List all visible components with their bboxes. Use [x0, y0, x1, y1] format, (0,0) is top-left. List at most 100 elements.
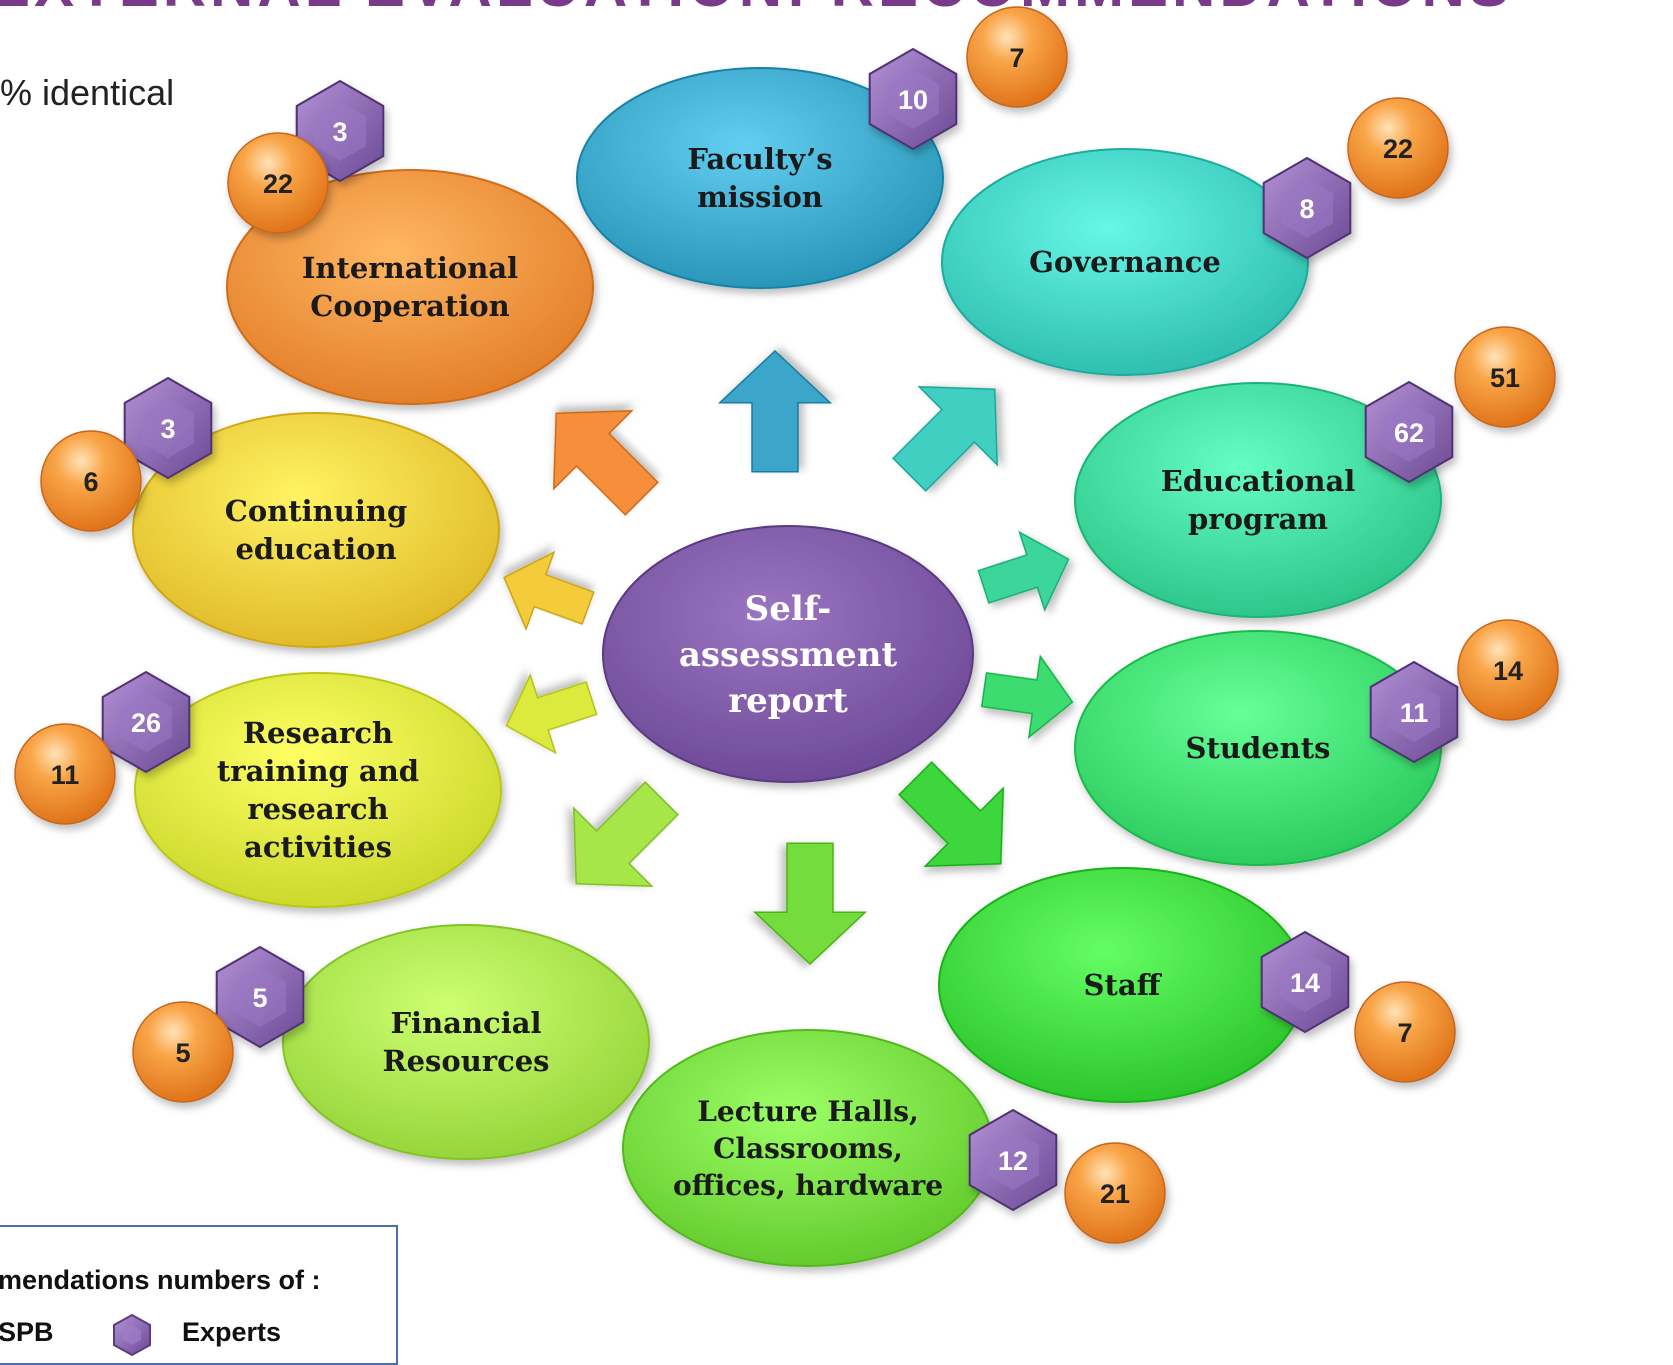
area-label-staff-line-1: Staff — [1084, 968, 1163, 1002]
area-label-students-line-1: Students — [1186, 731, 1331, 765]
arrow-to-faculty-mission — [717, 349, 833, 473]
oval-international-cooperation — [226, 169, 594, 405]
arrow-to-governance — [892, 385, 999, 492]
oval-financial-resources — [282, 924, 650, 1160]
experts-count-staff: 14 — [1290, 968, 1320, 998]
spb-badge-lecture-halls: 21 — [1064, 1142, 1166, 1244]
area-students: Students — [1074, 630, 1442, 866]
spb-count-financial-resources: 5 — [175, 1038, 190, 1068]
area-label-educational-program-line-1: Educational — [1161, 464, 1356, 498]
experts-badge-educational-program: 62 — [1364, 380, 1454, 484]
hexagon-inner-face — [1388, 682, 1440, 742]
spb-badge-continuing-education: 6 — [40, 430, 142, 532]
experts-count-faculty-mission: 10 — [898, 85, 928, 115]
area-educational-program: Educational program — [1074, 382, 1442, 618]
hexagon-icon — [113, 1313, 151, 1357]
area-label-research-line-4: activities — [244, 830, 392, 864]
orange-ball-icon — [966, 6, 1068, 108]
orange-ball-icon — [1347, 97, 1449, 199]
spb-count-governance: 22 — [1383, 134, 1413, 164]
spb-count-research: 11 — [51, 760, 80, 790]
area-label-lecture-halls-line-2: Classrooms, — [713, 1132, 903, 1165]
area-label-research-line-1: Research — [243, 716, 393, 750]
center-label-line-1: Self- — [745, 589, 832, 629]
experts-count-financial-resources: 5 — [252, 983, 267, 1013]
area-research: Research training and research activities — [134, 672, 502, 908]
oval-faculty-mission — [576, 67, 944, 289]
area-label-lecture-halls-line-3: offices, hardware — [673, 1169, 943, 1202]
hexagon-inner-face — [887, 69, 939, 129]
spb-badge-governance: 22 — [1347, 97, 1449, 199]
experts-count-lecture-halls: 12 — [998, 1146, 1028, 1176]
area-label-research-line-2: training and — [217, 754, 419, 788]
spb-count-continuing-education: 6 — [83, 467, 98, 497]
arrow-to-international-cooperation — [552, 409, 659, 516]
spb-badge-research: 11 — [14, 723, 116, 825]
spb-badge-faculty-mission: 7 — [966, 6, 1068, 108]
area-staff: Staff — [938, 867, 1306, 1103]
hexagon-inner-face — [142, 398, 194, 458]
spb-count-lecture-halls: 21 — [1100, 1179, 1130, 1209]
area-label-international-cooperation-line-1: International — [302, 251, 518, 285]
spb-badge-students: 14 — [1457, 619, 1559, 721]
spb-badge-educational-program: 51 — [1454, 326, 1556, 428]
legend-spb-label: SPB — [0, 1317, 54, 1347]
experts-count-research: 26 — [131, 708, 161, 738]
arrow-to-staff — [898, 761, 1005, 868]
center-label-line-3: report — [728, 681, 848, 721]
center-node: Self-assessment report — [602, 525, 974, 783]
experts-badge-faculty-mission: 10 — [868, 47, 958, 151]
spb-count-educational-program: 51 — [1490, 363, 1520, 393]
orange-ball-icon — [1454, 326, 1556, 428]
hexagon-inner-face — [314, 101, 366, 161]
experts-count-continuing-education: 3 — [160, 414, 175, 444]
orange-ball-icon — [1064, 1142, 1166, 1244]
spb-badge-financial-resources: 5 — [132, 1001, 234, 1103]
area-label-international-cooperation-line-2: Cooperation — [310, 289, 509, 323]
experts-badge-financial-resources: 5 — [215, 945, 305, 1049]
hexagon-inner-face — [234, 967, 286, 1027]
arrow-to-continuing-education — [503, 550, 595, 632]
center-oval — [602, 525, 974, 783]
area-label-governance-line-1: Governance — [1029, 245, 1221, 279]
arrow-to-research — [505, 673, 598, 755]
orange-ball-icon — [40, 430, 142, 532]
legend-title: mendations numbers of : — [0, 1265, 321, 1295]
hexagon-inner-face — [1279, 952, 1331, 1012]
legend-box: mendations numbers of : SPB Experts — [0, 1225, 398, 1365]
oval-educational-program — [1074, 382, 1442, 618]
experts-count-educational-program: 62 — [1394, 418, 1424, 448]
center-label-line-2: assessment — [679, 635, 898, 675]
oval-continuing-education — [132, 412, 500, 648]
hexagon-inner-face — [987, 1130, 1039, 1190]
area-label-financial-resources-line-1: Financial — [390, 1006, 541, 1040]
orange-ball-icon — [14, 723, 116, 825]
spb-count-staff: 7 — [1397, 1018, 1412, 1048]
experts-count-students: 11 — [1400, 698, 1429, 728]
spb-count-faculty-mission: 7 — [1009, 43, 1024, 73]
area-label-research-line-3: research — [247, 792, 388, 826]
experts-badge-governance: 8 — [1262, 156, 1352, 260]
area-lecture-halls: Lecture Halls, Classrooms, offices, hardwa… — [622, 1029, 994, 1267]
experts-badge-continuing-education: 3 — [123, 376, 213, 480]
orange-ball-icon — [132, 1001, 234, 1103]
area-label-educational-program-line-2: program — [1188, 502, 1328, 536]
area-label-lecture-halls-line-1: Lecture Halls, — [697, 1095, 919, 1128]
slide-title: EXTERNAL EVALUATION: RECOMMENDATIONS — [0, 0, 1673, 14]
area-label-continuing-education-line-1: Continuing — [225, 494, 407, 528]
area-label-faculty-mission-line-2: mission — [697, 180, 823, 214]
hexagon-inner-face — [120, 692, 172, 752]
area-label-financial-resources-line-2: Resources — [382, 1044, 549, 1078]
center-layer: Self-assessment report — [602, 525, 974, 783]
spb-badge-international-cooperation: 22 — [227, 132, 329, 234]
legend-experts-label: Experts — [182, 1317, 282, 1347]
arrow-to-students — [980, 654, 1074, 739]
oval-research — [134, 672, 502, 908]
area-continuing-education: Continuing education — [132, 412, 500, 648]
area-label-continuing-education-line-2: education — [235, 532, 396, 566]
